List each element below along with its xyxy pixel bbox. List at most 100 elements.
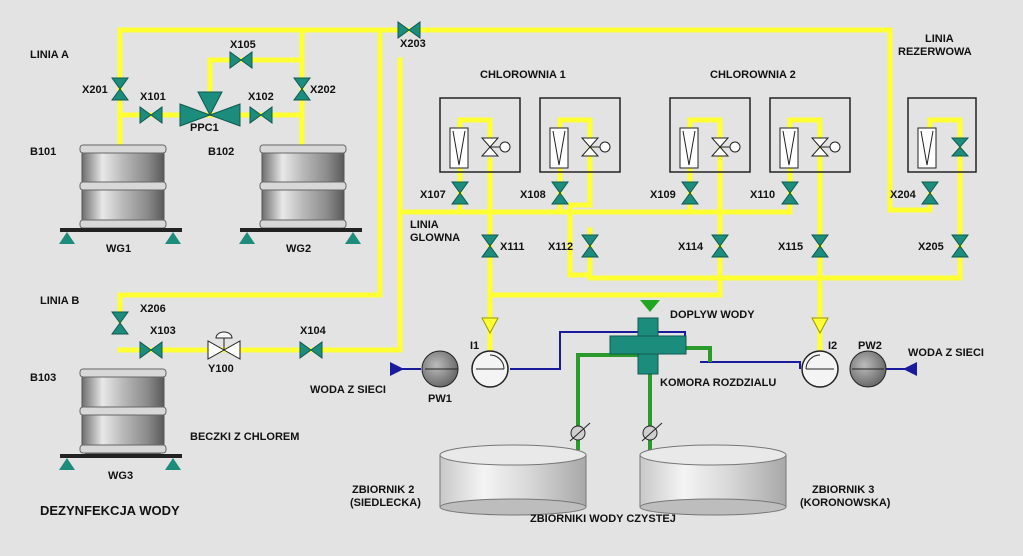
label-x201: X201: [82, 84, 108, 96]
label-x108: X108: [520, 189, 546, 201]
valve-x104[interactable]: [299, 341, 323, 359]
label-x101: X101: [140, 91, 166, 103]
chlorinator-c105[interactable]: [907, 97, 977, 173]
barrel-b103[interactable]: [79, 368, 167, 455]
flowmeter-1[interactable]: [569, 422, 591, 442]
tank-zbiornik-3[interactable]: [639, 444, 787, 516]
label-linia-rezerwowa-2: REZERWOWA: [898, 46, 972, 58]
pipe-top-header: [117, 27, 933, 213]
label-b102: B102: [208, 146, 234, 158]
label-x206: X206: [140, 303, 166, 315]
injector-i1[interactable]: [471, 350, 509, 388]
arrow-to-i2: [811, 317, 829, 335]
label-beczki: BECZKI Z CHLOREM: [190, 431, 299, 443]
label-x205: X205: [918, 241, 944, 253]
label-b103: B103: [30, 372, 56, 384]
valve-x105[interactable]: [229, 51, 253, 69]
valve-x203[interactable]: [397, 21, 421, 39]
arrow-to-i1: [481, 317, 499, 335]
label-water-in-right: WODA Z SIECI: [908, 347, 984, 359]
label-b101: B101: [30, 146, 56, 158]
label-doplyw: DOPLYW WODY: [670, 309, 755, 321]
label-tank2-name: ZBIORNIK 2: [352, 484, 414, 496]
arrow-water-in-right: [903, 362, 917, 376]
label-tank2-sub: (SIEDLECKA): [350, 497, 421, 509]
page-title: DEZYNFEKCJA WODY: [40, 503, 180, 518]
label-y100: Y100: [208, 363, 234, 375]
chlorinator-c102[interactable]: [539, 97, 621, 173]
label-x105: X105: [230, 39, 256, 51]
valve-x102[interactable]: [249, 106, 273, 124]
valve-x109[interactable]: [681, 181, 699, 205]
label-x112: X112: [548, 241, 573, 253]
label-linia-glowna-2: GLOWNA: [410, 232, 460, 244]
pump-pw1[interactable]: [421, 350, 459, 388]
label-x110: X110: [750, 189, 775, 201]
valve-x201[interactable]: [111, 77, 129, 101]
valve-x206[interactable]: [111, 311, 129, 335]
scale-wg2: [239, 228, 362, 244]
label-x202: X202: [310, 84, 336, 96]
barrel-b101[interactable]: [79, 144, 167, 229]
label-tank3-sub: (KORONOWSKA): [800, 497, 891, 509]
label-i1: I1: [470, 340, 479, 352]
inflow-arrow: [640, 300, 660, 312]
valve-x107[interactable]: [451, 181, 469, 205]
label-x102: X102: [248, 91, 274, 103]
label-tanks-caption: ZBIORNIKI WODY CZYSTEJ: [530, 513, 676, 525]
label-i2: I2: [828, 340, 837, 352]
valve-x108[interactable]: [551, 181, 569, 205]
label-chlorownia-1: CHLOROWNIA 1: [480, 69, 566, 81]
flowmeter-2[interactable]: [641, 422, 663, 442]
valve-x110[interactable]: [781, 181, 799, 205]
chlorinator-c104[interactable]: [769, 97, 851, 173]
pipe-x105-bypass: [207, 57, 305, 118]
barrel-b102[interactable]: [259, 144, 347, 229]
pipe-linia-b-riser: [117, 27, 383, 323]
label-linia-glowna-1: LINIA: [410, 219, 439, 231]
valve-x202[interactable]: [293, 77, 311, 101]
valve-x114[interactable]: [711, 234, 729, 258]
scale-wg1: [59, 228, 182, 244]
label-pw2: PW2: [858, 340, 882, 352]
valve-x101[interactable]: [139, 106, 163, 124]
distribution-chamber[interactable]: [609, 300, 687, 375]
chlorinator-c103[interactable]: [669, 97, 751, 173]
valve-x111[interactable]: [481, 234, 499, 258]
label-x203: X203: [400, 38, 426, 50]
valve-x103[interactable]: [139, 341, 163, 359]
valve-ppc1[interactable]: [179, 91, 241, 127]
label-ppc1: PPC1: [190, 122, 219, 134]
label-linia-a: LINIA A: [30, 49, 69, 61]
labels: LINIA A LINIA B LINIA GLOWNA LINIA REZER…: [30, 33, 984, 525]
label-wg3: WG3: [108, 470, 133, 482]
pipe-c102-out: [567, 147, 593, 278]
label-komora: KOMORA ROZDZIALU: [660, 377, 776, 389]
label-x103: X103: [150, 325, 176, 337]
label-x114: X114: [678, 241, 704, 253]
label-linia-b: LINIA B: [40, 295, 79, 307]
chlorinator-c101[interactable]: [439, 97, 521, 173]
label-x204: X204: [890, 189, 917, 201]
pump-pw2[interactable]: [849, 350, 887, 388]
injector-i2[interactable]: [801, 350, 839, 388]
pipe-reserve-return: [587, 147, 963, 281]
pipe-c103-out: [487, 147, 723, 298]
label-wg1: WG1: [106, 243, 131, 255]
label-linia-rezerwowa-1: LINIA: [925, 33, 954, 45]
valve-x115[interactable]: [811, 234, 829, 258]
label-x111: X111: [500, 241, 524, 253]
valve-x204[interactable]: [921, 181, 939, 205]
label-wg2: WG2: [286, 243, 311, 255]
label-tank3-name: ZBIORNIK 3: [812, 484, 874, 496]
valve-x205[interactable]: [951, 234, 969, 258]
label-x109: X109: [650, 189, 676, 201]
label-x104: X104: [300, 325, 327, 337]
label-pw1: PW1: [428, 393, 452, 405]
valve-x112[interactable]: [581, 234, 599, 258]
tank-zbiornik-2[interactable]: [439, 444, 587, 516]
valve-y100[interactable]: [207, 331, 241, 360]
label-x107: X107: [420, 189, 446, 201]
